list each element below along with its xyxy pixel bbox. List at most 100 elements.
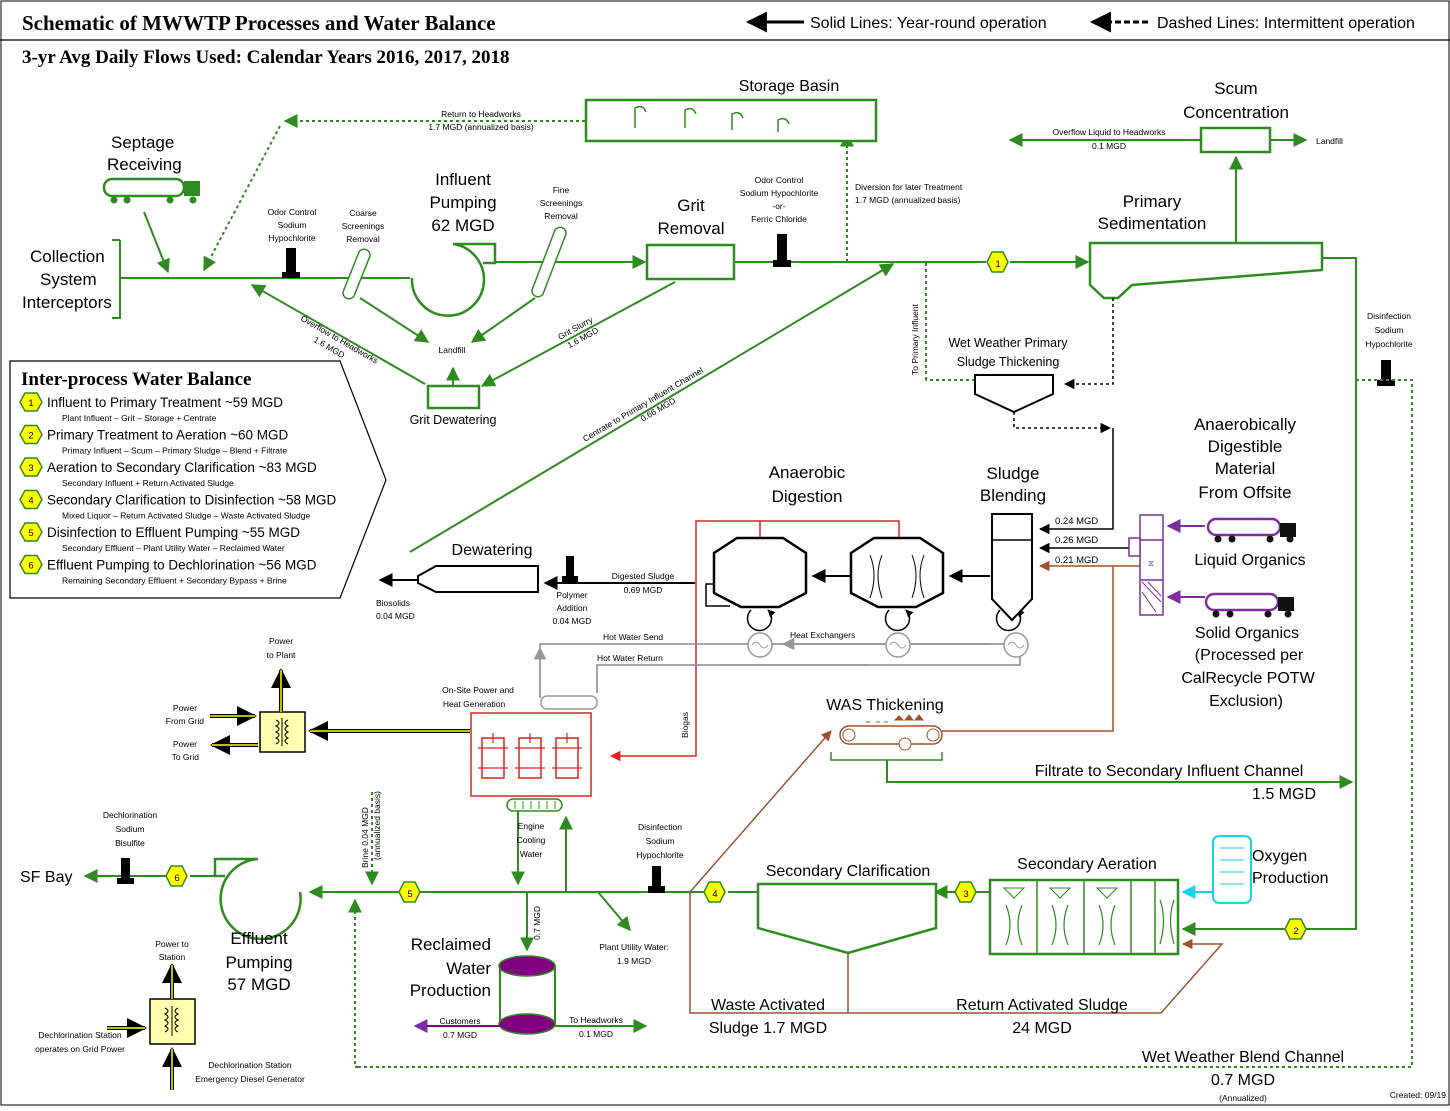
secondary-aeration-basin — [988, 878, 1180, 956]
water-balance-marker — [19, 522, 43, 542]
filtrate-label: Filtrate to Secondary Influent Channel — [1035, 763, 1304, 780]
flow-marker-5: 5 — [398, 881, 421, 903]
flow-marker-1: 1 — [986, 251, 1009, 273]
engine-generators — [470, 712, 592, 797]
created-date: Created: 09/19 — [1390, 1090, 1447, 1100]
legend-dashed: Dashed Lines: Intermittent operation — [1157, 15, 1415, 32]
engine-cooling-exchanger — [506, 798, 563, 812]
anaerobic-digester-1 — [712, 536, 808, 609]
primary-clarifier — [1088, 241, 1324, 300]
water-balance-subtext: Primary Influent – Scum – Primary Sludge… — [62, 446, 287, 456]
water-balance-text: Effluent Pumping to Dechlorination ~56 M… — [47, 558, 317, 573]
sludge-blending-tank — [991, 513, 1033, 622]
coarse-screen-icon — [342, 248, 371, 300]
storage-basin-label: Storage Basin — [739, 78, 840, 95]
flow-marker-6: 6 — [165, 865, 188, 887]
water-balance-marker — [19, 392, 43, 412]
wet-weather-annualized: (Annualized) — [1219, 1093, 1267, 1103]
to-primary-influent-label: To Primary Influent — [910, 304, 920, 375]
landfill-label-1: Landfill — [439, 345, 466, 355]
reclaimed-water-tank — [498, 955, 556, 1035]
centrate-label: Centrate to Primary Influent Channel0.66… — [581, 365, 711, 454]
hot-water-return-label: Hot Water Return — [597, 653, 663, 663]
septage-truck-icon — [102, 177, 200, 204]
grit-dewatering-unit — [426, 384, 481, 410]
water-balance-number: 4 — [28, 496, 33, 507]
flow-marker-4: 4 — [703, 881, 726, 903]
flow-marker-3: 3 — [954, 881, 977, 903]
water-balance-text: Disinfection to Effluent Pumping ~55 MGD — [47, 525, 300, 540]
hot-water-lines — [533, 632, 1029, 710]
dewatering-centrifuge — [417, 565, 539, 593]
water-balance-text: Primary Treatment to Aeration ~60 MGD — [47, 428, 288, 443]
water-balance-marker — [19, 457, 43, 477]
water-balance-text: Influent to Primary Treatment ~59 MGD — [47, 395, 283, 410]
legend-solid: Solid Lines: Year-round operation — [810, 15, 1047, 32]
landfill-label-2: Landfill — [1316, 136, 1343, 146]
wet-weather-flow: 0.7 MGD — [1211, 1072, 1275, 1089]
diagram-title: Schematic of MWWTP Processes and Water B… — [22, 11, 496, 35]
svg-text:4: 4 — [712, 889, 717, 900]
flow-marker-2: 2 — [1284, 918, 1307, 940]
solid-organics-truck-icon — [1204, 592, 1294, 618]
anaerobic-digester-2 — [849, 536, 945, 609]
was-thickener — [839, 714, 943, 751]
water-balance-title: Inter-process Water Balance — [21, 369, 251, 390]
transformer-icon — [259, 711, 306, 753]
biogas-label: Biogas — [680, 712, 690, 738]
main-influent-line — [120, 255, 1090, 279]
svg-text:5: 5 — [407, 889, 412, 900]
svg-text:⧖: ⧖ — [1148, 558, 1154, 568]
secondary-aeration-label: Secondary Aeration — [1017, 856, 1157, 873]
secondary-clarification-label: Secondary Clarification — [766, 863, 931, 880]
wet-weather-blend-label: Wet Weather Blend Channel — [1142, 1049, 1344, 1066]
filtrate-flow: 1.5 MGD — [1252, 786, 1316, 803]
water-balance-subtext: Remaining Secondary Effluent + Secondary… — [62, 576, 287, 586]
grit-dewatering-label: Grit Dewatering — [410, 413, 497, 427]
was-thickening-label: WAS Thickening — [826, 697, 943, 714]
flow-026: 0.26 MGD — [1055, 535, 1098, 546]
water-balance-item: 2 Primary Treatment to Aeration ~60 MGD Pr… — [19, 424, 288, 456]
secondary-clarifier — [756, 882, 938, 955]
oxygen-production-tank — [1212, 835, 1252, 904]
plant-utility-label: Plant Utility Water:1.9 MGD — [599, 942, 669, 966]
svg-text:6: 6 — [174, 873, 179, 884]
organics-receiving: ⧖ — [1128, 514, 1164, 616]
water-balance-number: 2 — [28, 431, 33, 442]
fine-screen-icon — [531, 226, 567, 298]
water-balance-marker — [19, 424, 43, 445]
scum-concentration-tank — [1199, 126, 1272, 154]
influent-pump-icon — [410, 242, 497, 317]
water-balance-subtext: Mixed Liquor – Return Activated Sludge –… — [62, 511, 310, 521]
diagram-subtitle: 3-yr Avg Daily Flows Used: Calendar Year… — [22, 47, 509, 68]
